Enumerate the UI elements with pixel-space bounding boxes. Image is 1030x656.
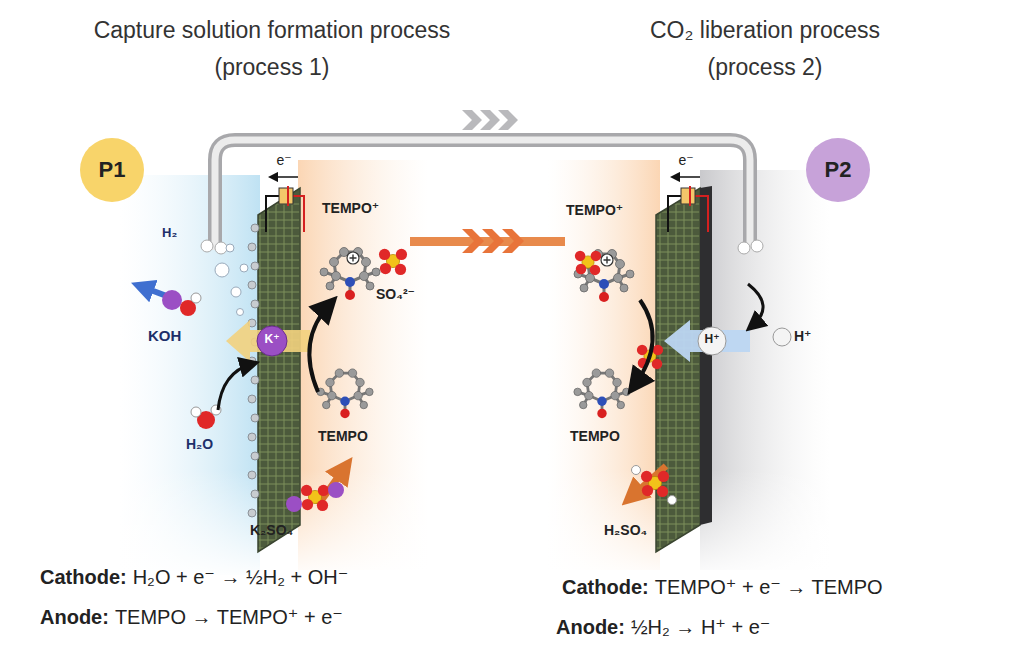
species-label: TEMPO	[570, 428, 620, 444]
species-label: K₂SO₄	[250, 522, 293, 538]
ion-label: H⁺	[794, 328, 812, 344]
species-label: TEMPO⁺	[566, 202, 623, 218]
ion-label: K⁺	[265, 333, 280, 347]
electrode-name: Anode:	[40, 606, 109, 629]
species-label: TEMPO	[318, 428, 368, 444]
badge-text: P1	[99, 157, 126, 183]
electron-label: e⁻	[276, 152, 291, 168]
half-reaction: ½H₂ → H⁺ + e⁻	[631, 616, 770, 639]
panel-title: Capture solution formation process (proc…	[52, 12, 492, 86]
electrode-name: Anode:	[556, 616, 625, 639]
species-label: H₂SO₄	[604, 522, 647, 538]
species-label: KOH	[148, 327, 181, 344]
badge-text: P2	[825, 157, 852, 183]
ion-label: H⁺	[705, 333, 720, 347]
half-reaction: TEMPO⁺ + e⁻ → TEMPO	[655, 576, 883, 599]
electrode-name: Cathode:	[562, 576, 649, 599]
process-badge: P1	[80, 138, 144, 202]
species-label: SO₄²⁻	[376, 286, 415, 302]
electrode-name: Cathode:	[40, 566, 127, 589]
species-label: TEMPO⁺	[322, 200, 379, 216]
electron-label: e⁻	[678, 152, 693, 168]
half-reaction: H₂O + e⁻ → ½H₂ + OH⁻	[133, 566, 349, 589]
process-badge: P2	[806, 138, 870, 202]
half-reaction: TEMPO → TEMPO⁺ + e⁻	[115, 606, 343, 629]
panel-title: CO₂ liberation process (process 2)	[605, 12, 925, 86]
species-label: H₂	[162, 226, 177, 241]
species-label: H₂O	[186, 436, 213, 452]
